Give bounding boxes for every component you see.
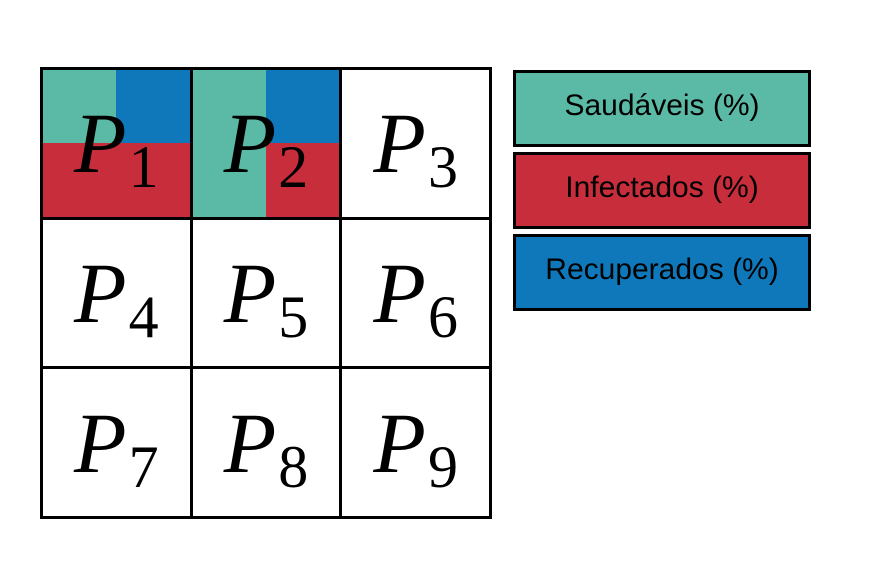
cell-subscript: 2 <box>278 134 309 201</box>
cell-subscript: 9 <box>427 433 458 500</box>
recovered-fill <box>116 70 190 144</box>
cell-variable: P <box>223 244 277 341</box>
cell-subscript: 1 <box>128 134 159 201</box>
cell-subscript: 5 <box>278 283 309 350</box>
infected-fill <box>43 143 190 217</box>
cell-variable: P <box>223 95 277 192</box>
cell-variable: P <box>74 394 127 491</box>
cell-variable: P <box>373 244 426 341</box>
legend-item-healthy: Saudáveis (%) <box>513 70 811 147</box>
legend-item-infected: Infectados (%) <box>513 152 811 229</box>
cell-subscript: 6 <box>427 283 458 350</box>
legend-item-recovered: Recuperados (%) <box>513 234 811 311</box>
cell-variable: P <box>373 394 426 491</box>
cell-subscript: 8 <box>278 433 309 500</box>
cell-variable: P <box>74 95 127 192</box>
cell-variable: P <box>373 95 426 192</box>
cell-subscript: 7 <box>128 433 159 500</box>
cell-variable: P <box>223 394 277 491</box>
infected-fill <box>265 143 340 217</box>
cell-variable: P <box>74 244 127 341</box>
cell-subscript: 3 <box>427 134 458 201</box>
cell-subscript: 4 <box>128 283 159 350</box>
healthy-fill <box>43 70 117 144</box>
recovered-fill <box>265 70 340 144</box>
healthy-fill <box>192 70 266 217</box>
legend: Saudáveis (%) Infectados (%) Recuperados… <box>513 70 811 316</box>
